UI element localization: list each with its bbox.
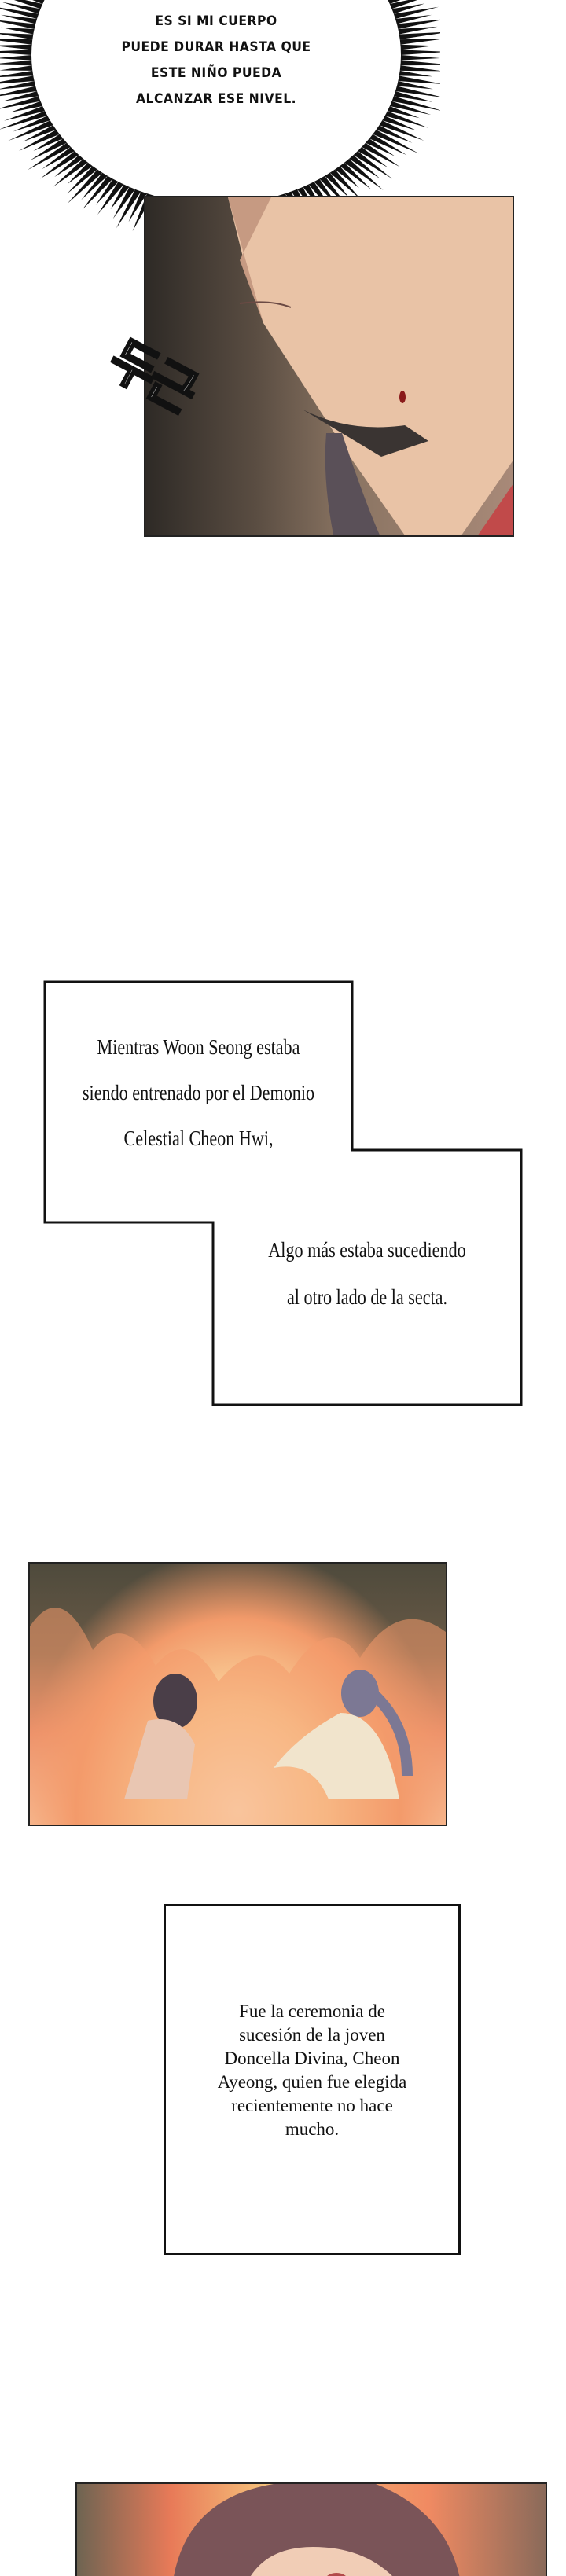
- caption-line: Ayeong, quien fue elegida: [217, 2072, 407, 2092]
- caption-line: Doncella Divina, Cheon: [224, 2049, 400, 2068]
- caption-line: al otro lado de la secta.: [286, 1285, 448, 1309]
- bubble-line: PERO EL PROBLEMA: [86, 0, 346, 9]
- girl-face-illustration: [174, 2484, 460, 2576]
- caption-3: Fue la ceremonia de sucesión de la joven…: [164, 2000, 461, 2141]
- caption-boxes-outline: [43, 980, 523, 1406]
- speech-bubble-text: PERO EL PROBLEMA ES SI MI CUERPO PUEDE D…: [86, 0, 346, 112]
- caption-2: Algo más estaba sucediendo al otro lado …: [241, 1226, 493, 1321]
- caption-line: Mientras Woon Seong estaba: [97, 1035, 300, 1059]
- caption-line: Celestial Cheon Hwi,: [123, 1126, 274, 1150]
- panel-man-bleeding: [144, 196, 514, 537]
- caption-1: Mientras Woon Seong estaba siendo entren…: [72, 1024, 325, 1161]
- caption-line: mucho.: [285, 2119, 340, 2139]
- bubble-line: ES SI MI CUERPO: [155, 13, 277, 29]
- bubble-line: ALCANZAR ESE NIVEL.: [135, 91, 297, 107]
- caption-3-box: [164, 1904, 461, 2255]
- bubble-line: PUEDE DURAR HASTA QUE: [121, 39, 311, 55]
- panel-fire-ceremony: [28, 1562, 447, 1826]
- panel-girl-closeup: [75, 2482, 547, 2576]
- spiky-speech-bubble: [0, 0, 440, 236]
- bubble-line: ESTE NIÑO PUEDA: [150, 65, 282, 81]
- ceremony-illustration: [30, 1608, 446, 1825]
- caption-line: siendo entrenado por el Demonio: [82, 1081, 315, 1104]
- caption-line: Fue la ceremonia de: [239, 2001, 385, 2021]
- man-face-illustration: [228, 197, 513, 535]
- caption-line: sucesión de la joven: [239, 2025, 385, 2045]
- caption-line: recientemente no hace: [231, 2096, 393, 2115]
- caption-line: Algo más estaba sucediendo: [268, 1238, 466, 1262]
